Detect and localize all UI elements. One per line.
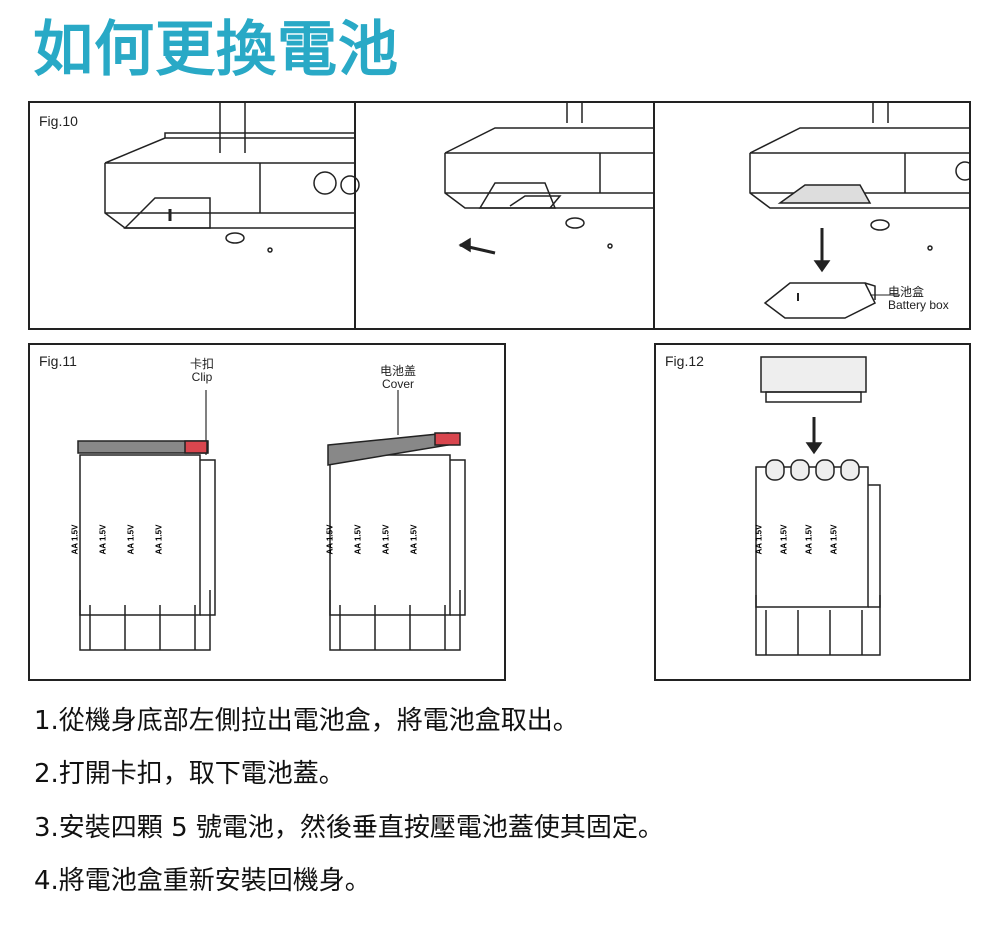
- battery-label: AA 1.5V: [325, 524, 335, 555]
- cover-label-cn: 电池盖: [380, 364, 417, 378]
- battery-label: AA 1.5V: [126, 524, 136, 555]
- fig10-illustration: [104, 103, 969, 328]
- fig11-illustration: [77, 390, 466, 651]
- battery-label: AA 1.5V: [829, 524, 839, 555]
- fig10-panel: Fig.10 电池盒 Battery box: [28, 101, 971, 330]
- page-title: 如何更換電池: [33, 15, 399, 85]
- battery-label: AA 1.5V: [381, 524, 391, 555]
- clip-label: 卡扣 Clip: [190, 358, 214, 384]
- battery-box-label-en: Battery box: [888, 298, 949, 312]
- fig11-panel: Fig.11 卡扣 Clip 电池盖 Cover AA 1.5V AA 1.5V…: [28, 343, 506, 681]
- battery-label: AA 1.5V: [98, 524, 108, 555]
- step-3: 3.安裝四顆 5 號電池，然後垂直按壓電池蓋使其固定。: [34, 813, 664, 843]
- battery-label: AA 1.5V: [70, 524, 80, 555]
- battery-box-label-cn: 电池盒: [888, 285, 925, 299]
- step-4: 4.將電池盒重新安裝回機身。: [34, 866, 371, 896]
- cover-label-en: Cover: [382, 377, 415, 391]
- step-2: 2.打開卡扣，取下電池蓋。: [34, 759, 345, 789]
- battery-label: AA 1.5V: [779, 524, 789, 555]
- battery-label: AA 1.5V: [804, 524, 814, 555]
- fig10-label: Fig.10: [39, 113, 78, 129]
- battery-box-label: 电池盒 Battery box: [888, 286, 949, 312]
- battery-label: AA 1.5V: [353, 524, 363, 555]
- clip-label-en: Clip: [191, 370, 213, 384]
- step-1: 1.從機身底部左側拉出電池盒，將電池盒取出。: [34, 706, 579, 736]
- fig12-label: Fig.12: [665, 353, 704, 369]
- cover-label: 电池盖 Cover: [380, 365, 416, 391]
- battery-label: AA 1.5V: [154, 524, 164, 555]
- clip-label-cn: 卡扣: [190, 357, 215, 371]
- fig11-label: Fig.11: [39, 353, 77, 369]
- fig12-panel: Fig.12 AA 1.5V AA 1.5V AA 1.5V AA 1.5V: [654, 343, 971, 681]
- fig12-illustration: [755, 356, 881, 656]
- battery-label: AA 1.5V: [409, 524, 419, 555]
- battery-label: AA 1.5V: [754, 524, 764, 555]
